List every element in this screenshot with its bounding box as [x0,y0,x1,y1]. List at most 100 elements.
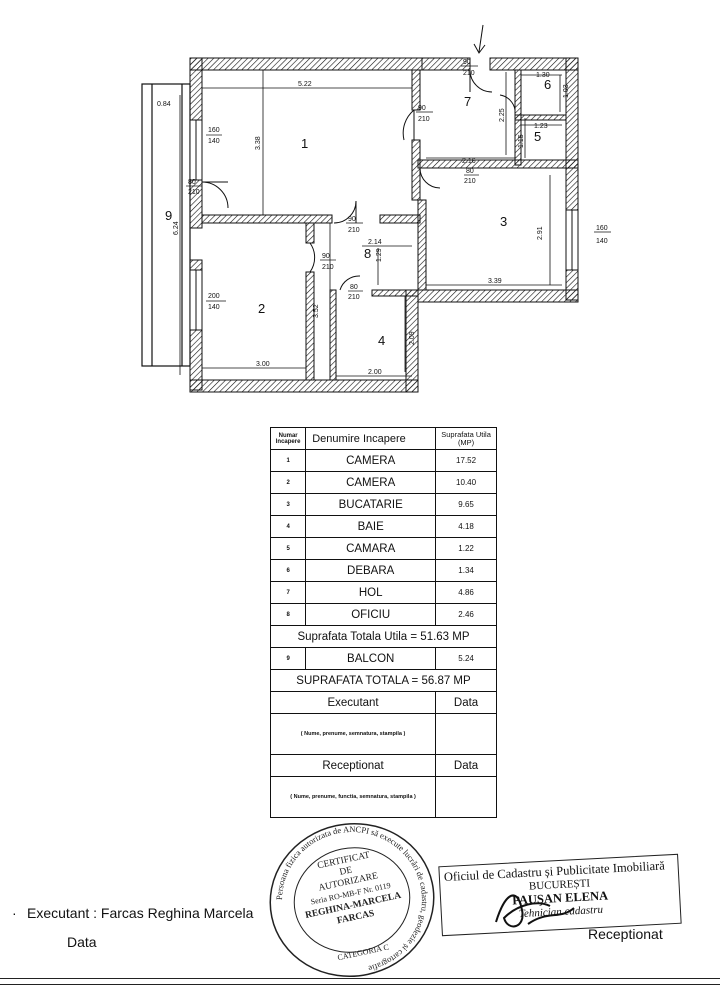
windows [189,119,579,331]
dimension-label: 2.09 [409,331,416,345]
row-name: HOL [305,581,437,604]
svg-text:210: 210 [418,116,430,123]
executant-data-label: Data [435,691,497,714]
executant-label: Executant [269,691,437,714]
total-util: Suprafata Totala Utila = 51.63 MP [270,625,497,648]
svg-text:210: 210 [188,189,200,196]
svg-text:90: 90 [463,59,471,66]
table-row: 4 BAIE 4.18 [269,515,497,538]
table-row: 6 DEBARA 1.34 [269,559,497,582]
row-num: 7 [269,581,307,604]
row-num: 3 [269,493,307,516]
floor-plan: 1 2 3 4 5 6 7 8 9 5.22 3.38 0.84 6.24 3.… [141,24,611,393]
opening-label: 160 140 [206,127,222,145]
receptionat-data-cell [435,776,497,818]
dimension-label: 6.24 [173,221,180,235]
table-row: 8 OFICIU 2.46 [269,603,497,626]
row-name: BAIE [305,515,437,538]
header-num: Numar Incapere [269,427,307,450]
header-name: Denumire Incapere [305,427,437,450]
dimension-lines [179,70,562,380]
total-row: SUPRAFATA TOTALA = 56.87 MP [270,669,497,692]
row-num: 5 [269,537,307,560]
room-number: 6 [544,77,551,92]
table-row: 7 HOL 4.86 [269,581,497,604]
room-numbers: 1 2 3 4 5 6 7 8 9 [165,77,551,348]
walls [189,57,579,393]
row-name: CAMERA [305,471,437,494]
opening-label: 160 140 [594,225,611,245]
total: SUPRAFATA TOTALA = 56.87 MP [270,669,497,692]
row-name: CAMARA [305,537,437,560]
receptionat-note: ( Nume, prenume, functia, semnatura, sta… [269,776,437,818]
stamp-line: CATEGORIA C [337,942,390,962]
footer-data: Data [67,934,97,950]
dimension-label: 1.30 [536,72,550,79]
footer-receptionat: Receptionat [588,926,663,942]
room-number: 4 [378,333,385,348]
dimension-label: 3.38 [255,136,262,150]
round-stamp: Persoana fizica autorizata de ANCPI să e… [269,822,435,978]
svg-text:160: 160 [596,225,608,232]
row-num: 6 [269,559,307,582]
dimension-label: 1.15 [518,134,525,148]
receptionat-label: Receptionat [269,754,437,777]
row-num: 8 [269,603,307,626]
room-number: 2 [258,301,265,316]
svg-text:210: 210 [322,264,334,271]
row-area: 9.65 [435,493,497,516]
row-area: 4.18 [435,515,497,538]
table-row: 1 CAMERA 17.52 [269,449,497,472]
room-number: 3 [500,214,507,229]
dimension-label: 2.91 [537,226,544,240]
table-row: 3 BUCATARIE 9.65 [269,493,497,516]
dimension-label: 3.39 [488,278,502,285]
executant-note: ( Nume, prenume, semnatura, stampila ) [269,713,437,755]
row-name: CAMERA [305,449,437,472]
svg-text:210: 210 [463,70,475,77]
row-num: 9 [269,647,307,670]
stamp-line: DE [339,865,354,877]
entrance-arrow-icon [473,24,486,54]
row-name: BUCATARIE [305,493,437,516]
total-util-row: Suprafata Totala Utila = 51.63 MP [270,625,497,648]
receptionat-header-row: Receptionat Data [269,754,497,777]
svg-text:160: 160 [208,127,220,134]
table-row: 5 CAMARA 1.22 [269,537,497,560]
dimension-label: 1.23 [534,123,548,130]
dimension-label: 3.00 [256,361,270,368]
row-name: OFICIU [305,603,437,626]
dimension-label: 2.00 [368,369,382,376]
svg-text:90: 90 [322,253,330,260]
dimension-label: 1.03 [563,84,570,98]
room-number: 9 [165,208,172,223]
row-num: 2 [269,471,307,494]
row-area: 5.24 [435,647,497,670]
dimension-label: 2.25 [499,108,506,122]
svg-text:210: 210 [348,227,360,234]
table-row: 2 CAMERA 10.40 [269,471,497,494]
dimension-label: 0.84 [157,101,171,108]
signature [495,894,575,928]
row-num: 1 [269,449,307,472]
row-area: 2.46 [435,603,497,626]
dimension-label: 2.16 [462,158,476,165]
footer-executant: Executant : Farcas Reghina Marcela [27,905,254,921]
svg-text:140: 140 [208,304,220,311]
row-area: 4.86 [435,581,497,604]
row-num: 4 [269,515,307,538]
dimension-labels: 5.22 3.38 0.84 6.24 3.52 3.00 2.00 2.09 … [157,72,570,376]
dimension-label: 5.22 [298,81,312,88]
row-area: 1.22 [435,537,497,560]
receptionat-data-label: Data [435,754,497,777]
svg-text:140: 140 [208,138,220,145]
bottom-rule-2 [0,984,720,985]
svg-text:80: 80 [466,168,474,175]
executant-data-cell [435,713,497,755]
svg-text:140: 140 [596,238,608,245]
